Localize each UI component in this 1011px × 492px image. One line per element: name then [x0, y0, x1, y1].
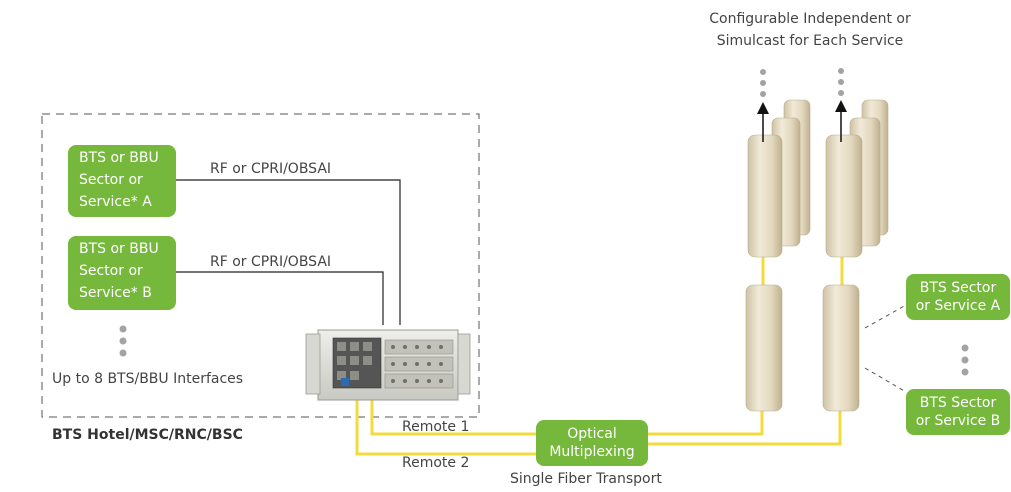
- service-a-line1: BTS Sector: [919, 280, 997, 296]
- arrow-left: [757, 102, 769, 142]
- service-box-b: BTS Sector or Service B: [906, 389, 1010, 435]
- bts-box-a-line3: Service* A: [79, 194, 152, 210]
- bts-box-a-line1: BTS or BBU: [79, 150, 159, 166]
- arrow-right: [835, 100, 847, 142]
- top-caption: Configurable Independent or Simulcast fo…: [700, 8, 920, 52]
- bts-box-a-line2: Sector or: [79, 172, 143, 188]
- service-box-a: BTS Sector or Service A: [906, 274, 1010, 320]
- remote-unit-2: [822, 284, 860, 412]
- mux-line1: Optical: [567, 426, 617, 442]
- dots-services: [961, 344, 969, 376]
- rf-link-a: [176, 179, 401, 325]
- antenna-cluster-left: [747, 99, 811, 258]
- bts-box-b-line1: BTS or BBU: [79, 241, 159, 257]
- bts-box-b: BTS or BBU Sector or Service* B: [68, 236, 176, 310]
- service-b-line2: or Service B: [915, 413, 1001, 429]
- dots-antenna-right: [838, 68, 844, 96]
- dots-hotel: [119, 325, 127, 357]
- bts-box-b-line3: Service* B: [79, 285, 152, 301]
- rf-link-b-label: RF or CPRI/OBSAI: [210, 254, 332, 270]
- antenna-cluster-right: [825, 99, 889, 258]
- remote-2-label: Remote 2: [402, 455, 470, 471]
- rf-link-b: [176, 271, 384, 325]
- fiber-lines: [355, 252, 844, 456]
- hotel-boundary: [41, 113, 480, 418]
- service-b-line1: BTS Sector: [919, 395, 997, 411]
- bts-box-a: BTS or BBU Sector or Service* A: [68, 145, 176, 217]
- optical-multiplexing-box: Optical Multiplexing: [536, 420, 648, 466]
- hotel-title: BTS Hotel/MSC/RNC/BSC: [52, 427, 243, 443]
- equipment-chassis: [305, 329, 471, 401]
- fiber-label: Single Fiber Transport: [510, 471, 662, 487]
- top-caption-line1: Configurable Independent or: [709, 11, 911, 27]
- top-caption-line2: Simulcast for Each Service: [716, 33, 904, 49]
- rf-link-a-label: RF or CPRI/OBSAI: [210, 161, 332, 177]
- service-a-line2: or Service A: [915, 298, 1001, 314]
- dots-antenna-left: [760, 69, 766, 97]
- remote-unit-1: [745, 284, 783, 412]
- bts-box-b-line2: Sector or: [79, 263, 143, 279]
- interfaces-note: Up to 8 BTS/BBU Interfaces: [52, 371, 244, 387]
- connector-service-b: [864, 367, 907, 393]
- mux-line2: Multiplexing: [549, 444, 635, 460]
- remote-1-label: Remote 1: [402, 419, 470, 435]
- connector-service-a: [864, 304, 907, 329]
